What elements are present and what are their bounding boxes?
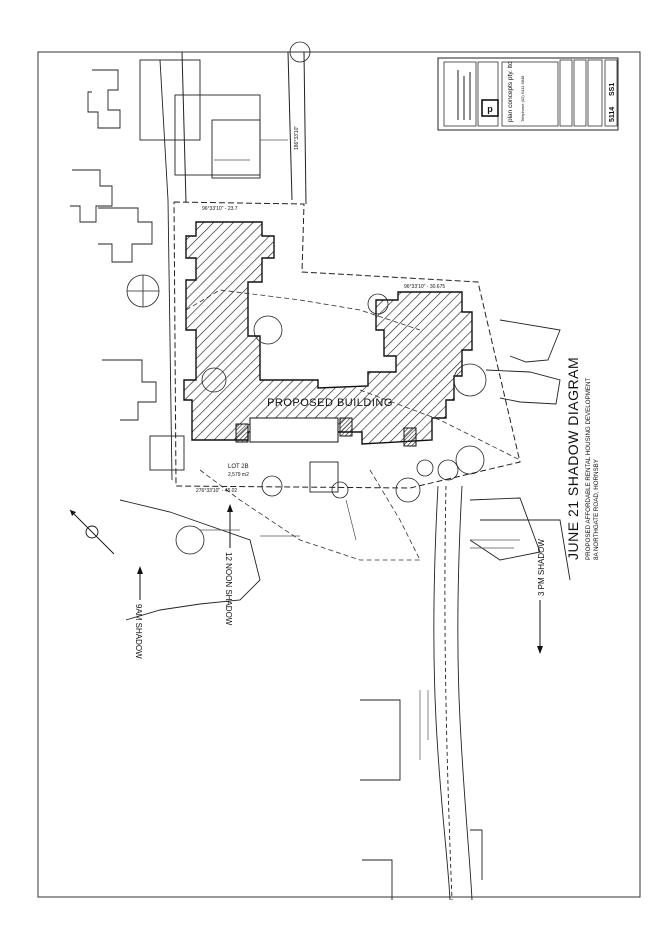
drawing-subtitle-2: 8A NORTHGATE ROAD, HORNSBY [593,459,600,560]
shadow-9am-label: 9AM SHADOW [134,604,143,659]
proposed-building: PROPOSED BUILDING [183,221,473,447]
neighbour-buildings [70,59,261,481]
firm-logo: p [481,99,499,117]
svg-text:p: p [487,104,493,114]
sheet-number: SS1 [609,83,616,96]
shadow-outlines [185,289,521,561]
firm-phone: Telephone (02) 9411 6848 [520,75,525,122]
shadow-12noon-label: 12 NOON SHADOW [224,552,233,626]
building-label: PROPOSED BUILDING [267,397,393,409]
drawing-subtitle-1: PROPOSED AFFORDABLE RENTAL HOUSING DEVEL… [585,378,592,560]
title-block: p plan concepts pty. ltd Telephone (02) … [437,57,619,131]
firm-name: plan concepts pty. ltd [507,61,514,122]
drawing-number: 5114 [609,107,616,122]
bearing-4: 96°33'10" - 23.7 [202,206,238,212]
shadow-12noon: 12 NOON SHADOW [224,504,233,626]
annotations [200,139,520,760]
shadow-3pm-label: 3 PM SHADOW [537,539,546,596]
driveway [309,461,473,901]
site-boundary [173,51,521,489]
bearing-3: 186°33'10" [294,126,300,150]
bearing-2: 276°33'10" - 48.02 [196,488,237,494]
north-arrow-icon [69,509,115,555]
shadow-9am: 9AM SHADOW [134,566,143,659]
trees [126,41,487,555]
lot-label: LOT 2B [228,464,249,470]
title-group: JUNE 21 SHADOW DIAGRAM PROPOSED AFFORDAB… [565,357,600,560]
lot-area: 2,579 m2 [228,472,249,478]
bearing-1: 96°33'10" - 30.675 [404,284,445,290]
adjacent-lots [119,319,571,900]
sheet-border [37,51,641,898]
shadow-3pm: 3 PM SHADOW [537,539,546,654]
drawing-title: JUNE 21 SHADOW DIAGRAM [565,357,581,560]
